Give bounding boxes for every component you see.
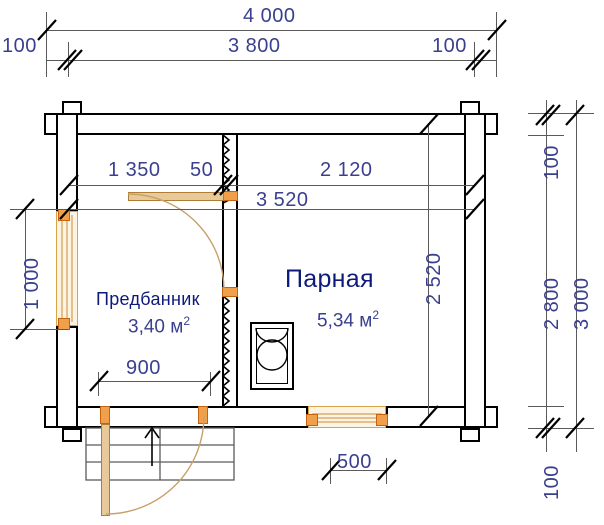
ext-line-top-right-outer [496, 12, 497, 77]
dim-left-window: 1 000 [21, 257, 43, 310]
dim-line-interior-height [428, 124, 429, 416]
ext-line-left-1000-top [10, 209, 68, 210]
wall-top [44, 113, 498, 135]
interior-door-swing-arc [127, 193, 225, 291]
room-area-predbannik-value: 3,40 м [128, 316, 184, 338]
window-bottom-jamb-left [306, 414, 318, 426]
dim-top-inner: 3 800 [228, 35, 281, 57]
dim-line-bottom-window [330, 470, 386, 471]
dim-bottom-window: 500 [337, 451, 372, 473]
corner-nub-bottom-left [62, 428, 82, 442]
dim-ticks-right [535, 104, 585, 439]
dim-line-interior-total [68, 209, 474, 210]
entrance-door-jamb-left [100, 406, 110, 424]
dim-line-left-1000 [25, 209, 26, 329]
entrance-door-swing-arc [105, 415, 205, 515]
dim-ticks-entrance-door [89, 370, 221, 392]
dim-ticks-interior-height [419, 113, 439, 427]
dim-right-top-wall: 100 [541, 145, 563, 180]
entrance-door-leaf [101, 424, 110, 516]
window-left-lines [61, 215, 73, 322]
dim-right-outer-total: 3 000 [571, 277, 593, 330]
ext-line-right-bottom-outer [528, 428, 594, 429]
window-bottom-lines [312, 413, 382, 423]
dim-interior-height: 2 520 [423, 252, 445, 305]
dim-top-right-wall: 100 [432, 35, 467, 57]
room-area-predbannik-sup: 2 [183, 314, 191, 328]
dim-interior-partition: 50 [190, 159, 214, 181]
interior-door-jamb-bottom [222, 287, 238, 297]
ext-line-right-bottom-inner [528, 406, 564, 407]
dim-ticks-left-1000 [15, 198, 35, 340]
dim-line-interior-chain [68, 185, 474, 186]
entrance-door-jamb-right [198, 406, 208, 424]
dim-interior-left-segment: 1 350 [108, 159, 161, 181]
partition-hatch-lower [221, 295, 231, 407]
ext-line-left-1000-bottom [10, 329, 68, 330]
dim-line-top-inner [46, 60, 496, 61]
interior-door-leaf [128, 192, 224, 201]
ext-line-entrance-left [98, 372, 99, 396]
ext-line-top-left-outer [46, 12, 47, 77]
dim-top-left-wall: 100 [2, 35, 37, 57]
ext-line-right-top-outer [528, 113, 594, 114]
dim-right-bottom-wall: 100 [541, 465, 563, 500]
room-area-predbannik: 3,40 м2 [128, 314, 190, 338]
room-label-parnaya: Парная [285, 265, 374, 293]
ext-line-entrance-right [210, 372, 211, 396]
dim-ticks-interior [59, 174, 485, 220]
room-label-predbannik: Предбанник [96, 289, 200, 309]
dim-line-entrance-door [98, 381, 210, 382]
dim-line-right-outer [576, 100, 577, 452]
dim-entrance-door: 900 [126, 357, 161, 379]
window-bottom-jamb-right [376, 414, 388, 426]
dim-line-right-inner [546, 100, 547, 452]
room-area-parnaya-sup: 2 [372, 308, 380, 322]
dim-interior-right-segment: 2 120 [320, 159, 373, 181]
room-area-parnaya: 5,34 м2 [317, 308, 379, 332]
dim-interior-total: 3 520 [256, 189, 309, 211]
corner-nub-bottom-right [460, 428, 480, 442]
stove-symbol [255, 327, 289, 371]
ext-line-right-top-inner [528, 135, 564, 136]
dim-ticks-top [37, 19, 507, 71]
dim-line-top-outer [46, 30, 496, 31]
dim-top-outer: 4 000 [243, 5, 296, 27]
room-area-parnaya-value: 5,34 м [317, 310, 373, 332]
dim-ticks-bottom-window [321, 459, 397, 481]
entrance-steps [85, 427, 235, 481]
dim-right-inner-total: 2 800 [541, 277, 563, 330]
up-arrow-icon [144, 426, 160, 466]
